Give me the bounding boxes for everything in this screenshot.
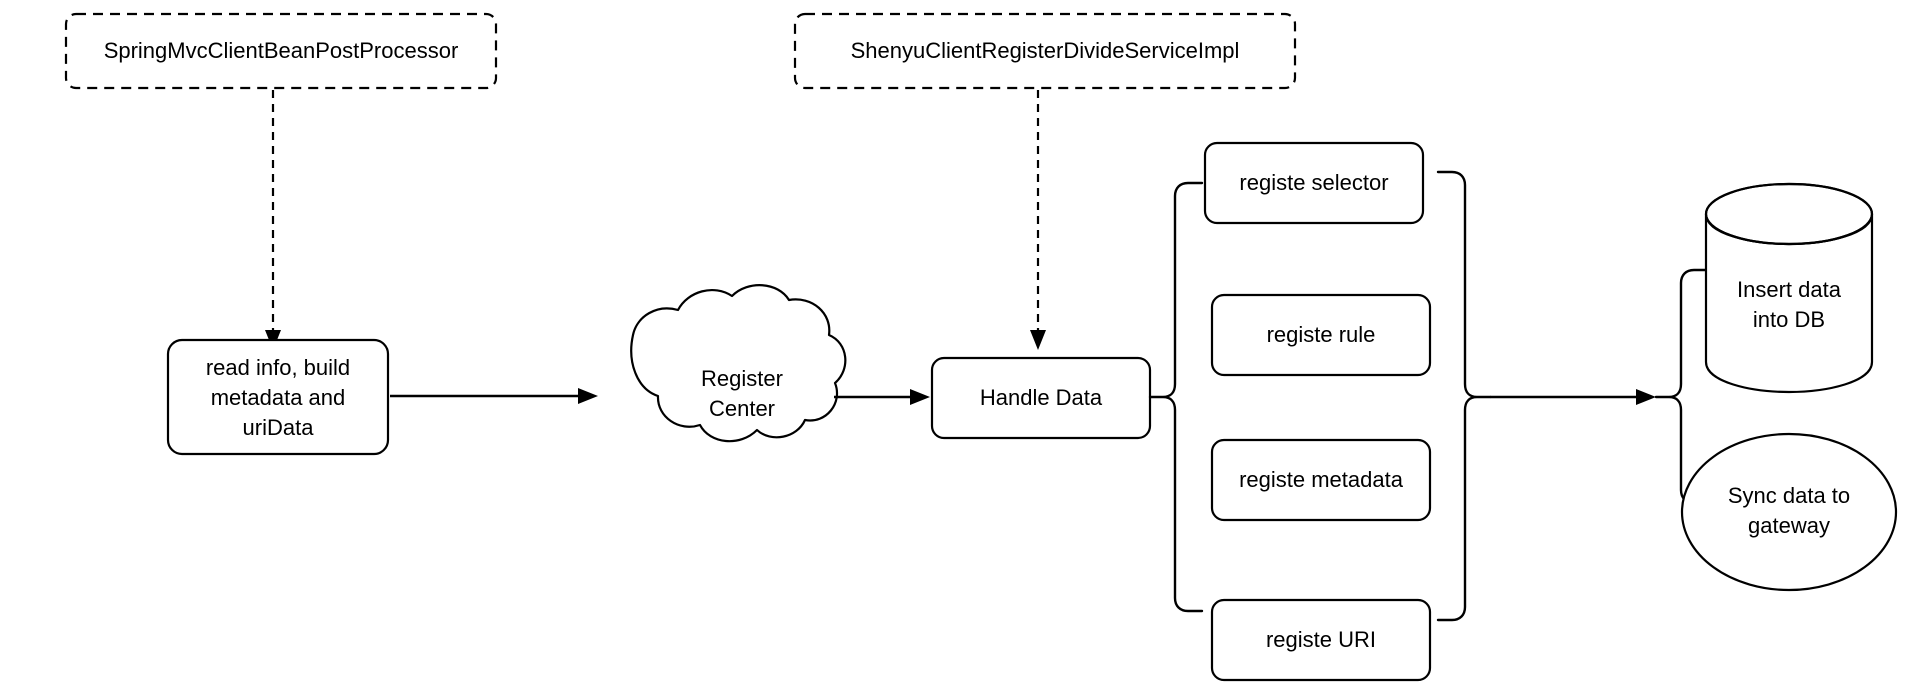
registe-uri-label: registe URI <box>1266 627 1376 652</box>
node-registe-metadata: registe metadata <box>1210 438 1432 522</box>
node-read-info-build-metadata: read info, build metadata and uriData <box>166 338 390 456</box>
db-cylinder-top-edge <box>1704 182 1874 246</box>
connector-processor-to-read-info <box>265 90 281 350</box>
read-info-box-outline <box>166 338 390 456</box>
registe-rule-outline <box>1210 293 1432 377</box>
sync-gateway-outline <box>1680 432 1898 592</box>
connector-register-center-to-handle-data <box>834 389 930 405</box>
arrowhead-4 <box>1030 330 1046 350</box>
connector-register-service-to-handle-data <box>1030 90 1046 350</box>
node-springmvc-client-bean-post-processor: SpringMvcClientBeanPostProcessor <box>64 12 498 90</box>
arrowhead-3 <box>910 389 930 405</box>
arrowhead-5 <box>1636 389 1656 405</box>
connector-read-info-to-register-center <box>390 388 598 404</box>
read-info-line-2: metadata and <box>211 385 346 410</box>
left-brace <box>1148 181 1204 613</box>
right-brace <box>1436 170 1492 622</box>
read-info-line-1: read info, build <box>206 355 350 380</box>
register-center-line-1: Register <box>701 366 783 391</box>
node-registe-rule: registe rule <box>1210 293 1432 377</box>
registe-metadata-outline <box>1210 438 1432 522</box>
arrowhead-2 <box>578 388 598 404</box>
connector-handle-data-brace <box>1148 181 1204 613</box>
annotation-box-1-label: SpringMvcClientBeanPostProcessor <box>104 38 459 63</box>
node-registe-selector: registe selector <box>1203 141 1425 225</box>
node-handle-data: Handle Data <box>930 356 1152 440</box>
annotation-box-2-outline <box>793 12 1297 90</box>
registe-rule-label: registe rule <box>1267 322 1376 347</box>
registe-uri-outline <box>1210 598 1432 682</box>
connector-registe-group-brace <box>1436 170 1492 622</box>
sync-gateway-line-2: gateway <box>1748 513 1830 538</box>
cloud-outline <box>630 284 847 443</box>
read-info-line-3: uriData <box>243 415 315 440</box>
node-registe-uri: registe URI <box>1210 598 1432 682</box>
node-insert-data-into-db: Insert data into DB <box>1704 182 1874 394</box>
annotation-box-2-label: ShenyuClientRegisterDivideServiceImpl <box>851 38 1240 63</box>
registe-metadata-label: registe metadata <box>1239 467 1404 492</box>
annotation-box-1-outline <box>64 12 498 90</box>
node-shenyu-client-register-divide-service-impl: ShenyuClientRegisterDivideServiceImpl <box>793 12 1297 90</box>
handle-data-label: Handle Data <box>980 385 1103 410</box>
register-center-line-2: Center <box>709 396 775 421</box>
connector-to-outputs-arrow <box>1490 389 1656 405</box>
insert-db-line-2: into DB <box>1753 307 1825 332</box>
node-register-center: Register Center <box>630 284 847 443</box>
registe-selector-label: registe selector <box>1239 170 1388 195</box>
insert-db-line-1: Insert data <box>1737 277 1842 302</box>
registe-selector-outline <box>1203 141 1425 225</box>
sync-gateway-line-1: Sync data to <box>1728 483 1850 508</box>
node-sync-data-to-gateway: Sync data to gateway <box>1680 432 1898 592</box>
